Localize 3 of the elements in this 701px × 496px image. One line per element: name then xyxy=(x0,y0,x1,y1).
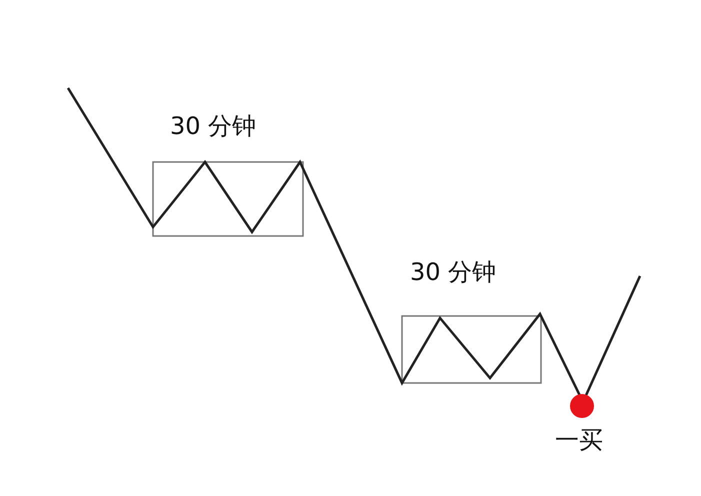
timeframe-label: 30 分钟 xyxy=(410,258,496,286)
timeframe-label: 30 分钟 xyxy=(170,112,256,140)
buy-point-label: 一买 xyxy=(555,426,603,454)
